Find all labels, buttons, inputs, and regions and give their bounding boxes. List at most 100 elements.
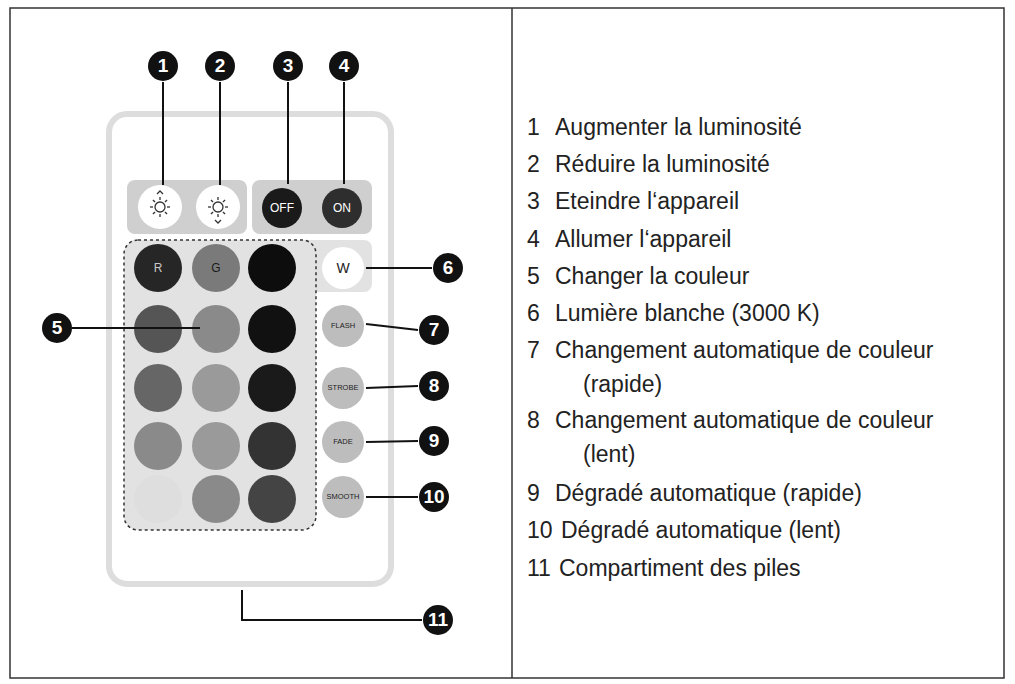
list-number: 2	[527, 147, 540, 181]
sun-ray	[211, 212, 213, 214]
sun-ray	[159, 214, 160, 217]
sun-icon	[150, 191, 170, 217]
list-text: Compartiment des piles	[559, 551, 959, 585]
remote-button: G	[192, 244, 240, 292]
color-button	[192, 364, 240, 412]
leader-line	[287, 82, 289, 184]
list-text: Changement automatique de couleur (rapid…	[555, 333, 955, 401]
button-label: SMOOTH	[327, 493, 360, 501]
button-panel	[127, 180, 247, 234]
remote-button: R	[134, 244, 182, 292]
button-label: FLASH	[331, 322, 355, 330]
sun-ray	[150, 206, 153, 207]
leader-line	[366, 496, 418, 498]
list-number: 5	[527, 259, 540, 293]
list-number: 11	[527, 551, 551, 585]
list-number: 4	[527, 222, 540, 256]
list-number: 7	[527, 333, 540, 367]
leader-line	[162, 82, 164, 185]
callout-number: 8	[419, 371, 449, 401]
callout-number: 11	[423, 605, 453, 635]
remote-button: SMOOTH	[322, 476, 364, 518]
remote-body	[109, 114, 391, 584]
color-button	[134, 422, 182, 470]
brightness-down-button	[196, 185, 240, 229]
callout-number: 4	[329, 51, 359, 81]
color-button	[192, 422, 240, 470]
callout-number: 7	[419, 315, 449, 345]
color-button	[248, 305, 296, 353]
sun-icon	[208, 197, 228, 223]
sun-core	[155, 202, 165, 212]
sun-ray	[223, 200, 225, 202]
color-button	[248, 475, 296, 523]
callout-number: 3	[273, 51, 303, 81]
color-button	[134, 475, 182, 523]
table-border	[10, 8, 1004, 678]
button-label: W	[336, 261, 349, 275]
brightness-up-button	[138, 185, 182, 229]
list-number: 6	[527, 296, 540, 330]
sun-ray	[225, 206, 228, 207]
leader-line	[366, 386, 418, 388]
sun-core	[213, 202, 223, 212]
list-number: 10	[527, 513, 553, 547]
leader-line	[242, 590, 422, 620]
remote-button: FLASH	[322, 305, 364, 347]
arrow-mark	[215, 220, 221, 223]
callout-number: 2	[205, 51, 235, 81]
callout-number: 10	[419, 482, 449, 512]
brightness-buttons	[138, 185, 240, 229]
sun-ray	[153, 212, 155, 214]
leader-line	[366, 267, 432, 269]
color-button	[248, 244, 296, 292]
callout-number: 9	[419, 426, 449, 456]
color-zone	[124, 240, 316, 530]
list-text: Réduire la luminosité	[555, 147, 955, 181]
button-panel	[252, 180, 372, 234]
leader-line	[72, 327, 200, 329]
leader-line	[366, 441, 418, 442]
color-button	[248, 422, 296, 470]
list-text: Lumière blanche (3000 K)	[555, 296, 955, 330]
sun-ray	[159, 197, 160, 200]
button-label: STROBE	[328, 384, 359, 392]
list-number: 8	[527, 403, 540, 437]
sun-ray	[217, 197, 218, 200]
remote-button: OFF	[262, 188, 302, 228]
sun-ray	[211, 200, 213, 202]
table-divider	[511, 8, 513, 678]
sun-ray	[165, 212, 167, 214]
list-text: Changer la couleur	[555, 259, 955, 293]
sun-ray	[217, 214, 218, 217]
leader-line	[219, 82, 221, 185]
sun-ray	[167, 206, 170, 207]
list-number: 3	[527, 184, 540, 218]
color-button	[134, 364, 182, 412]
button-label: ON	[333, 202, 351, 214]
button-label: G	[211, 262, 220, 274]
button-label: FADE	[333, 438, 353, 446]
leader-line	[343, 82, 345, 184]
color-buttons	[134, 244, 296, 523]
arrow-mark	[157, 191, 163, 194]
callout-number: 1	[148, 51, 178, 81]
button-label: R	[154, 262, 163, 274]
sun-ray	[153, 200, 155, 202]
list-text: Augmenter la luminosité	[555, 110, 955, 144]
remote-button: W	[322, 247, 364, 289]
list-text: Eteindre l‘appareil	[555, 184, 955, 218]
remote-button: FADE	[322, 421, 364, 463]
sun-ray	[223, 212, 225, 214]
sun-ray	[208, 206, 211, 207]
list-number: 1	[527, 110, 540, 144]
remote-button: ON	[322, 188, 362, 228]
color-button	[192, 475, 240, 523]
remote-button: STROBE	[322, 367, 364, 409]
list-text: Dégradé automatique (lent)	[561, 513, 961, 547]
callout-number: 5	[42, 313, 72, 343]
list-number: 9	[527, 476, 540, 510]
callout-number: 6	[433, 253, 463, 283]
button-label: OFF	[270, 202, 294, 214]
